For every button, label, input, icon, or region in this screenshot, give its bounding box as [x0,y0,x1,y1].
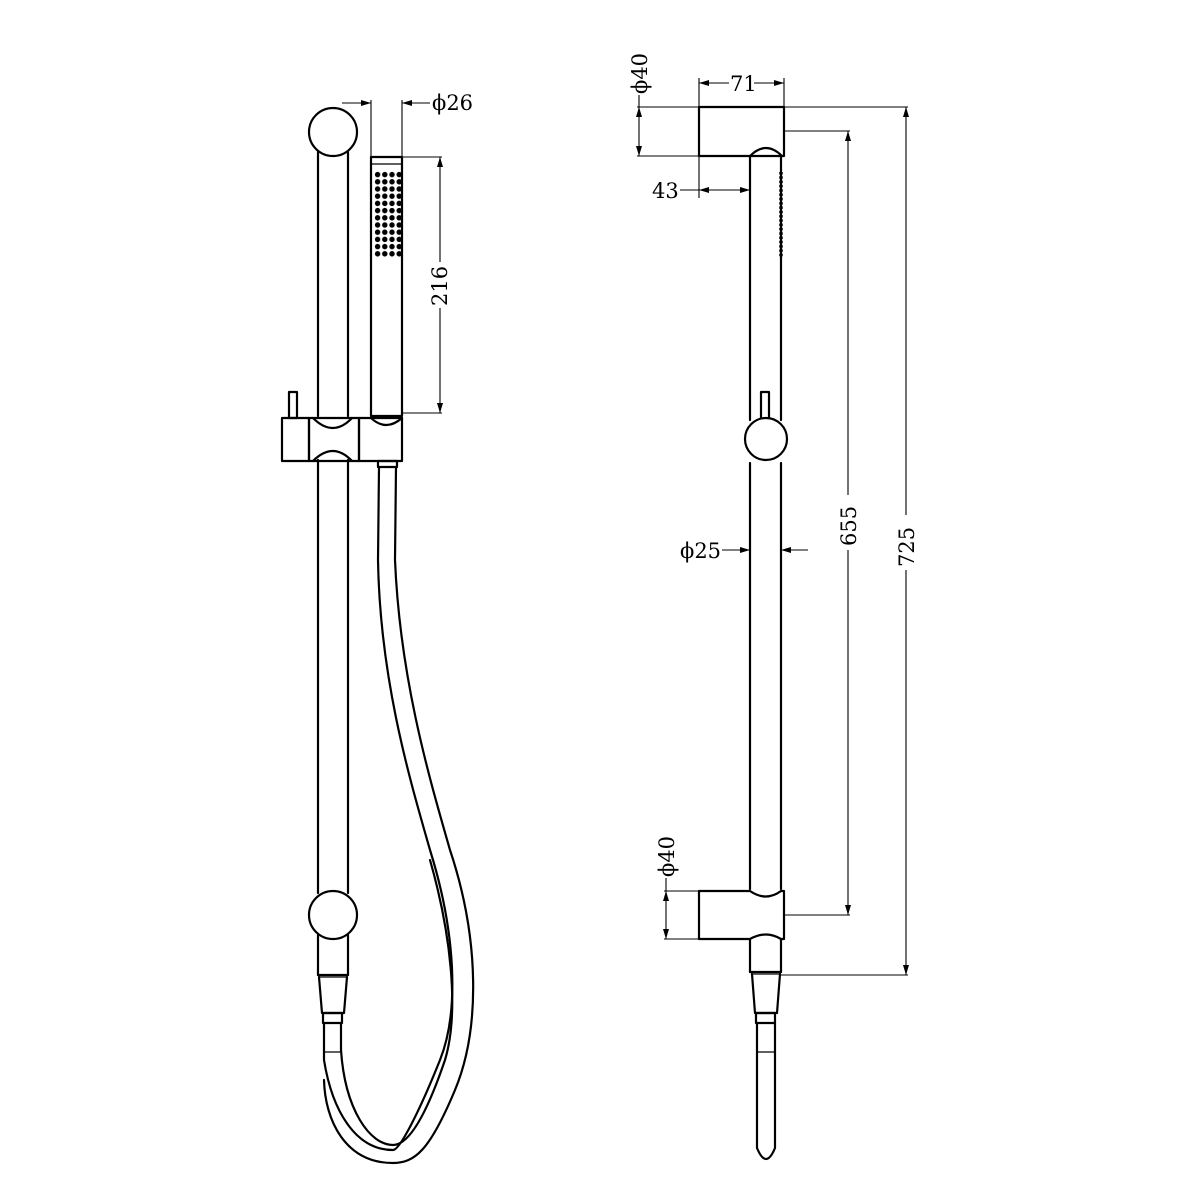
dimension-bottom-bracket-diameter: ϕ40 [655,836,699,940]
dimension-rail-diameter: ϕ25 [680,539,808,563]
hand-shower [369,155,404,418]
spray-nozzles [374,171,403,258]
dim-label-phi25: ϕ25 [680,539,721,563]
side-rail [748,146,784,975]
dim-label-phi26: ϕ26 [432,91,473,115]
bottom-wall-bracket [307,889,359,941]
rail [316,146,350,978]
hose [322,459,475,1165]
dim-label-phi40-top: ϕ40 [628,53,652,94]
front-view: ϕ26 216 [280,91,475,1165]
dim-label-43: 43 [652,179,679,203]
slider [280,390,404,463]
side-hose [750,972,782,1161]
dim-label-725: 725 [895,527,919,567]
dimension-bracket-projection: 71 [698,72,785,107]
side-slider [743,390,789,462]
dim-label-phi40-bottom: ϕ40 [655,836,679,877]
dim-label-216: 216 [428,266,452,306]
dimension-top-bracket-diameter: ϕ40 [628,53,699,157]
hose-connector [317,975,349,1025]
dimension-handshower-length: 216 [402,156,452,414]
side-view: ϕ40 71 43 ϕ25 655 [628,53,919,1161]
dimension-rail-offset: 43 [652,156,750,203]
dim-label-71: 71 [730,72,757,96]
dim-label-655: 655 [837,506,861,546]
dimension-overall-height: 725 [781,106,919,976]
top-wall-bracket [307,106,359,158]
side-bottom-bracket [697,889,786,941]
dimension-bracket-centres: 655 [784,130,861,916]
dimension-handshower-diameter: ϕ26 [342,91,473,157]
